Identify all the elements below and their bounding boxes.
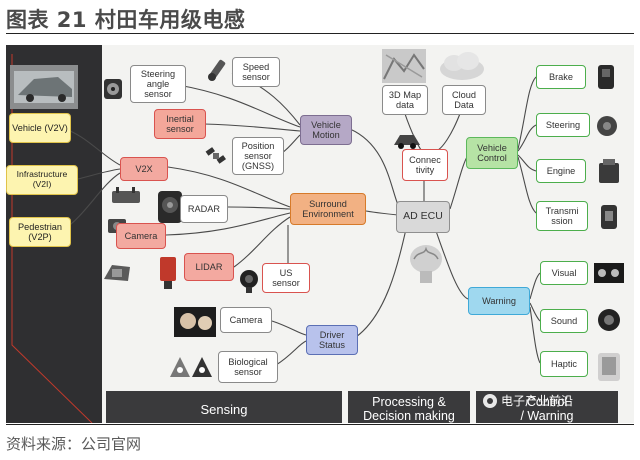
bar-processing: Processing & Decision making [348, 391, 470, 423]
driver-face-icon [174, 307, 216, 337]
bar-control-warning: Control / Warning [476, 391, 618, 423]
node-position-sensor: Position sensor (GNSS) [232, 137, 284, 175]
node-vehicle-motion: Vehicle Motion [300, 115, 352, 145]
node-engine: Engine [536, 159, 586, 183]
node-vehicle-v2v: Vehicle (V2V) [9, 113, 71, 143]
display-icon [594, 263, 624, 283]
steering-actuator-icon [597, 116, 617, 136]
node-steering: Steering [536, 113, 590, 137]
node-warning: Warning [468, 287, 530, 315]
gauge-icon [104, 79, 122, 99]
node-us-sensor: US sensor [262, 263, 310, 293]
figure-source: 资料来源：公司官网 [6, 435, 142, 453]
brake-icon [598, 65, 614, 89]
node-inertial-sensor: Inertial sensor [154, 109, 206, 139]
node-infrastructure-v2i: Infrastructure (V2I) [6, 165, 78, 195]
car-photo-icon [10, 65, 78, 109]
bar-processing-line2: Decision making [363, 409, 455, 423]
brain-icon [410, 245, 442, 283]
node-visual: Visual [540, 261, 588, 285]
watermark-text: 电子产业前沿 [501, 394, 574, 408]
node-radar: RADAR [180, 195, 228, 223]
node-biological-sensor: Biological sensor [218, 351, 278, 383]
node-lidar: LIDAR [184, 253, 234, 281]
node-pedestrian-v2p: Pedestrian (V2P) [9, 217, 71, 247]
lidar-unit-icon [104, 265, 130, 281]
speaker-sensor-icon [240, 270, 258, 293]
diagram-stage: Vehicle (V2V) Infrastructure (V2I) Pedes… [6, 45, 634, 423]
node-driver-status: Driver Status [306, 325, 358, 355]
wechat-logo-icon [483, 393, 497, 408]
engine-icon [599, 159, 619, 183]
node-surround-environment: Surround Environment [290, 193, 366, 225]
node-steering-angle-sensor: Steering angle sensor [130, 65, 186, 103]
node-transmission: Transmi ssion [536, 201, 588, 231]
node-camera-sensing: Camera [116, 223, 166, 249]
satellite-icon [205, 147, 226, 164]
map-icon [382, 49, 426, 83]
radar-unit-icon [158, 191, 182, 223]
cloud-icon [440, 52, 484, 80]
node-vehicle-control: Vehicle Control [466, 137, 518, 169]
speed-sensor-icon [208, 59, 226, 81]
node-camera-driver: Camera [220, 307, 272, 333]
haptic-icon [598, 353, 620, 381]
node-haptic: Haptic [540, 351, 588, 377]
node-speed-sensor: Speed sensor [232, 57, 280, 87]
bar-control-line1: Control [526, 394, 568, 409]
node-brake: Brake [536, 65, 586, 89]
bar-control-line2: / Warning [520, 409, 574, 423]
bar-processing-line1: Processing & [372, 394, 446, 409]
node-cloud-data: Cloud Data [442, 85, 486, 115]
node-ad-ecu: AD ECU [396, 201, 450, 233]
watermark: 电子产业前沿 [483, 392, 573, 409]
transmission-icon [601, 205, 617, 229]
figure-title: 图表 21 村田车用级电感 [6, 8, 246, 32]
title-rule [6, 33, 634, 34]
node-connectivity: Connec tivity [402, 149, 448, 181]
biological-sensor-icon [170, 357, 212, 377]
node-sound: Sound [540, 309, 588, 333]
bar-sensing: Sensing [106, 391, 342, 423]
bar-sensing-label: Sensing [200, 402, 248, 417]
node-3d-map-data: 3D Map data [382, 85, 428, 115]
connectivity-car-icon [394, 135, 420, 149]
speaker-icon [598, 309, 620, 331]
v2x-module-icon [112, 187, 140, 203]
node-v2x: V2X [120, 157, 168, 181]
ultrasonic-sensor-icon [160, 257, 176, 289]
source-rule [6, 424, 634, 425]
